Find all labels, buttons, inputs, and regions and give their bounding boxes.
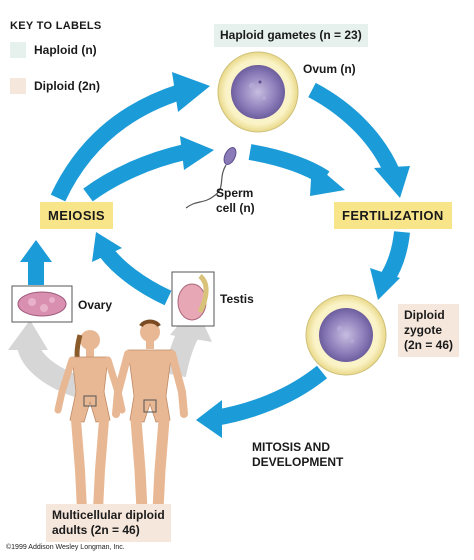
arrow-meiosis-to-sperm bbox=[83, 136, 214, 202]
fertilization-box: FERTILIZATION bbox=[334, 202, 452, 229]
sperm-label: Sperm cell (n) bbox=[216, 186, 255, 216]
arrow-ovum-to-fertilization bbox=[308, 82, 410, 198]
diploid-swatch bbox=[10, 78, 26, 94]
zygote-label: Diploid zygote (2n = 46) bbox=[398, 304, 460, 357]
arrow-meiosis-to-ovum bbox=[50, 72, 210, 202]
mitosis-label: MITOSIS AND DEVELOPMENT bbox=[252, 440, 343, 470]
arrow-testis-to-meiosis bbox=[92, 232, 172, 306]
haploid-swatch bbox=[10, 42, 26, 58]
testis-image bbox=[171, 271, 215, 327]
testis-label: Testis bbox=[220, 292, 254, 306]
haploid-gametes-label: Haploid gametes (n = 23) bbox=[214, 24, 368, 47]
adults-label: Multicellular diploid adults (2n = 46) bbox=[46, 504, 171, 542]
diploid-key-label: Diploid (2n) bbox=[34, 79, 100, 93]
key-title: KEY TO LABELS bbox=[10, 20, 102, 32]
ovary-image bbox=[11, 285, 73, 323]
sperm-label-line2: cell (n) bbox=[216, 201, 255, 215]
adults-label-line1: Multicellular diploid bbox=[52, 508, 165, 522]
zygote-label-line2: zygote bbox=[404, 323, 443, 337]
ovum-cell bbox=[217, 51, 299, 133]
sperm-cell bbox=[185, 147, 237, 209]
ovum-label: Ovum (n) bbox=[303, 62, 356, 76]
zygote-cell bbox=[305, 294, 387, 376]
mitosis-label-line1: MITOSIS AND bbox=[252, 440, 331, 454]
adults-label-line2: adults (2n = 46) bbox=[52, 523, 140, 537]
sperm-label-line1: Sperm bbox=[216, 186, 254, 200]
zygote-label-line1: Diploid bbox=[404, 308, 445, 322]
arrow-fertilization-to-zygote bbox=[370, 231, 410, 300]
copyright-text: ©1999 Addison Wesley Longman, Inc. bbox=[6, 544, 125, 551]
zygote-label-line3: (2n = 46) bbox=[404, 338, 454, 352]
arrow-ovary-to-meiosis bbox=[20, 240, 52, 285]
female-adult-figure bbox=[54, 330, 126, 515]
mitosis-label-line2: DEVELOPMENT bbox=[252, 455, 344, 469]
arrow-sperm-to-fertilization bbox=[248, 144, 345, 196]
meiosis-box: MEIOSIS bbox=[40, 202, 113, 229]
male-adult-figure bbox=[112, 319, 188, 516]
arrow-zygote-to-adults bbox=[196, 365, 328, 438]
haploid-key-label: Haploid (n) bbox=[34, 43, 97, 57]
ovary-label: Ovary bbox=[78, 298, 113, 312]
